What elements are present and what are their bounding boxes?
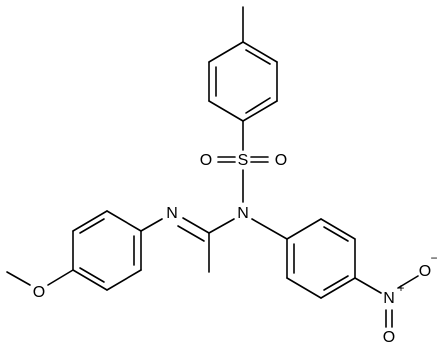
ring-bond [320,218,356,240]
nitro-oxygen-top: O [419,263,431,280]
imine-nitrogen: N [166,205,178,222]
imine-aryl-bond [140,218,163,232]
nitrophenyl-ring: N + O − O [251,218,438,346]
ring-double-bond [245,97,271,114]
ring-bond [72,210,108,232]
nitro-oxygen-top-charge: − [430,251,437,265]
sulfonyl-oxygen-right: O [275,152,287,169]
ring-bond [72,269,108,291]
nitro-nitrogen: N [383,290,395,307]
ring-double-bond [79,218,105,234]
ring-nitro-bond [354,277,382,294]
ring-bond [208,100,244,122]
sulfur-atom: S [238,152,249,169]
ring-double-bond [323,226,349,242]
amidine-core: N N [140,205,249,273]
nitro-nitrogen-charge: + [397,281,404,295]
ring-double-bond [323,275,349,291]
ring-bond [286,277,322,299]
methoxyphenyl-ring: O [6,210,142,301]
nitro-oxygen-bottom: O [383,329,395,346]
ring-bond [242,100,278,122]
imine-double-bond [182,217,210,234]
ring-bond [320,277,356,299]
toluene-ring [208,6,278,122]
nitrogen-carbon-bond [208,218,235,234]
ring-double-bond [245,49,271,65]
ring-bond [242,41,278,63]
sulfonyl-oxygen-left: O [200,152,212,169]
sulfonyl-group: S O O [200,120,287,203]
sulfonamide-nitrogen: N [237,205,249,222]
ring-bond [106,269,142,291]
methoxy-methyl-bond [6,271,31,286]
methoxy-oxygen: O [33,284,45,301]
imine-double-bond [177,225,205,242]
ring-bond [106,210,142,232]
ring-bond [208,41,244,63]
nitro-oxygen-single-bond [397,275,419,289]
nitrogen-aryl-bond [251,218,288,240]
ring-double-bond [79,267,105,283]
ring-methoxy-bond [47,269,74,286]
ring-bond [286,218,322,240]
